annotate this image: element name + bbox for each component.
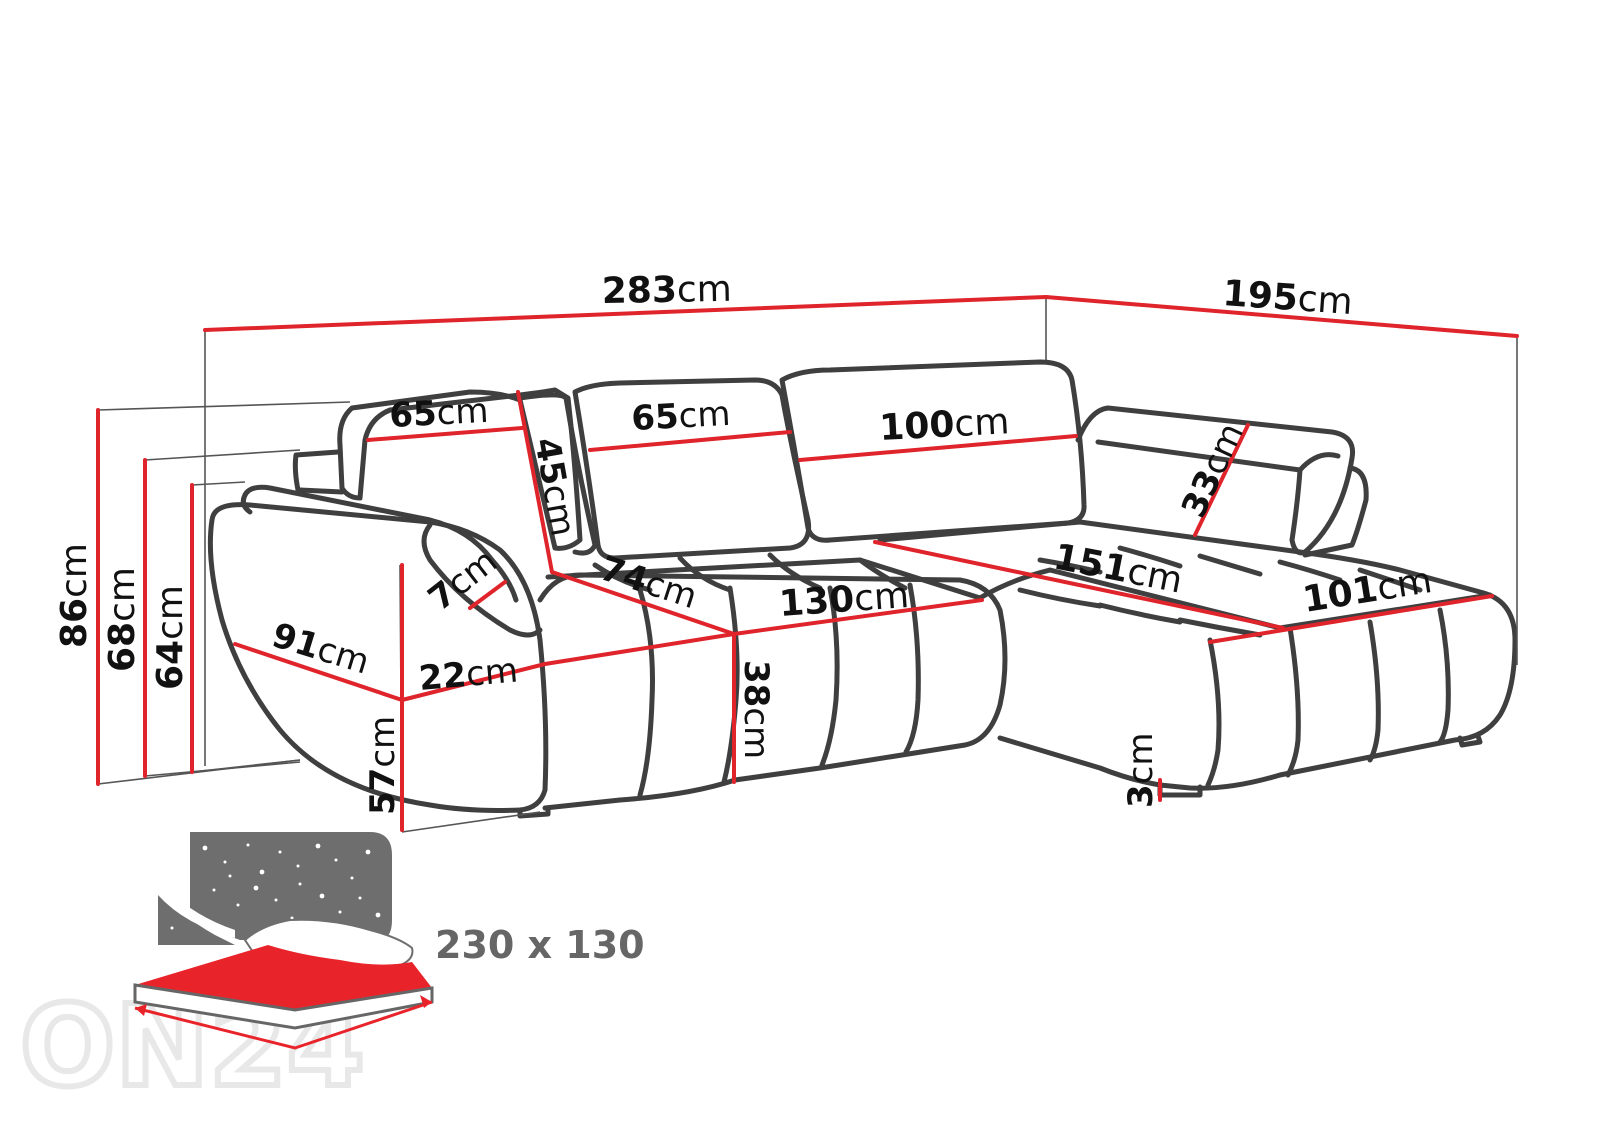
star-icon <box>338 910 342 914</box>
star-icon <box>274 898 278 902</box>
star-icon <box>188 916 192 920</box>
label-283: 283cm <box>601 269 732 312</box>
star-icon <box>253 885 259 891</box>
label-65-left: 65cm <box>388 391 489 436</box>
bed-size-label: 230 x 130 <box>435 923 645 967</box>
chaise-headrest <box>1075 405 1356 556</box>
night-sky-panel <box>190 832 392 940</box>
star-icon <box>170 926 174 930</box>
label-22: 22cm <box>417 650 519 698</box>
star-icon <box>246 843 250 847</box>
star-icon <box>177 902 183 908</box>
star-icon <box>259 869 265 875</box>
label-101: 101cm <box>1300 560 1435 621</box>
dim-line-22 <box>400 662 547 702</box>
star-icon <box>375 912 381 918</box>
label-45: 45cm <box>526 435 583 540</box>
star-icon <box>202 845 208 851</box>
dim-line-101 <box>1208 594 1494 644</box>
label-33: 33cm <box>1174 417 1252 524</box>
back-cushion-right <box>779 359 1087 543</box>
mattress-top <box>135 945 432 1010</box>
dim-line-100 <box>798 434 1078 462</box>
label-57: 57cm <box>363 716 403 815</box>
label-86: 86cm <box>54 543 95 648</box>
dim-line-65-left <box>366 426 524 442</box>
star-icon <box>334 858 338 862</box>
dim-line-33 <box>1193 423 1250 537</box>
star-icon <box>236 903 240 907</box>
label-64: 64cm <box>150 585 191 690</box>
star-icon <box>290 916 294 920</box>
label-130: 130cm <box>778 575 911 625</box>
extension-lines <box>97 297 1518 833</box>
star-icon <box>298 882 302 886</box>
dim-line-151 <box>873 540 1285 630</box>
star-icon <box>315 843 321 849</box>
star-icon <box>358 896 362 900</box>
star-icon <box>228 874 232 878</box>
star-field <box>170 843 381 931</box>
star-icon <box>319 893 325 899</box>
dim-line-91 <box>233 642 404 702</box>
label-7: 7cm <box>421 541 505 619</box>
label-65-mid: 65cm <box>630 394 731 439</box>
dim-line-22b <box>543 632 736 666</box>
label-195: 195cm <box>1221 273 1354 323</box>
left-armrest <box>207 502 549 813</box>
label-3: 3cm <box>1121 733 1161 809</box>
star-icon <box>296 864 300 868</box>
dim-line-7 <box>468 580 507 610</box>
dim-line-195 <box>1044 295 1519 338</box>
dim-line-130 <box>732 598 984 636</box>
label-38: 38cm <box>736 660 776 759</box>
sleeping-function-icon <box>133 832 434 1050</box>
star-icon <box>365 849 371 855</box>
star-icon <box>223 860 227 864</box>
label-100: 100cm <box>878 401 1010 449</box>
dim-line-45 <box>516 390 554 574</box>
dim-line-74 <box>550 570 736 636</box>
star-icon <box>212 888 216 892</box>
dim-line-283 <box>203 295 1048 332</box>
dimension-lines <box>96 295 1519 832</box>
star-icon <box>278 850 282 854</box>
chaise-seat <box>877 519 1518 791</box>
dim-line-65-mid <box>588 430 792 452</box>
label-68: 68cm <box>102 567 143 672</box>
star-icon <box>350 876 354 880</box>
